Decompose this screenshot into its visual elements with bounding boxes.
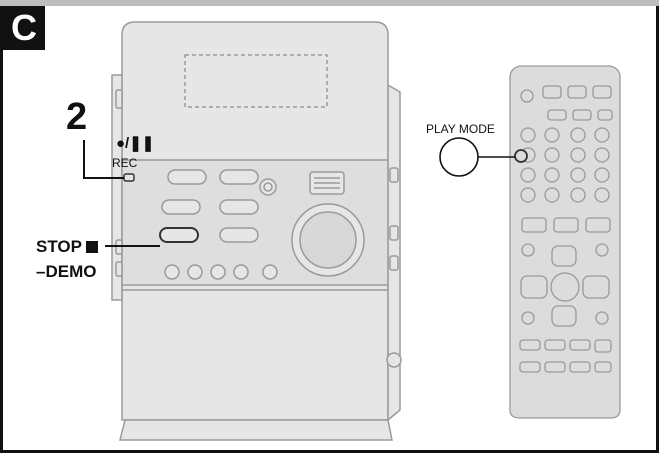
rec-label: REC bbox=[112, 156, 138, 170]
section-badge: C bbox=[3, 6, 45, 50]
panel-button bbox=[219, 169, 259, 185]
top-bar bbox=[0, 0, 659, 6]
display-window bbox=[184, 54, 328, 108]
stereo-base bbox=[119, 419, 393, 441]
rec-button bbox=[123, 173, 135, 182]
dpad-center bbox=[550, 272, 580, 302]
demo-label: –DEMO bbox=[36, 262, 97, 281]
stop-square-icon bbox=[85, 241, 98, 253]
record-pause-icon: ●/❚❚ bbox=[116, 135, 155, 152]
dpad-right bbox=[582, 275, 610, 299]
stop-label-text: STOP bbox=[36, 237, 82, 256]
panel-button bbox=[161, 199, 201, 215]
panel-button bbox=[167, 169, 207, 185]
stereo-right-panel bbox=[387, 83, 401, 422]
stereo-unit bbox=[111, 21, 402, 441]
stop-label: STOP bbox=[36, 237, 98, 257]
callout-line-rec bbox=[83, 140, 124, 179]
dpad-left bbox=[520, 275, 548, 299]
panel-button bbox=[219, 227, 259, 243]
panel-button bbox=[219, 199, 259, 215]
stop-demo-button bbox=[159, 227, 199, 243]
callout-lines bbox=[83, 137, 515, 247]
play-mode-label: PLAY MODE bbox=[426, 122, 495, 136]
play-mode-callout-circle bbox=[439, 137, 479, 177]
remote-body bbox=[509, 65, 621, 419]
remote-control bbox=[509, 65, 621, 419]
play-mode-button bbox=[514, 149, 528, 163]
step-number: 2 bbox=[66, 96, 88, 138]
